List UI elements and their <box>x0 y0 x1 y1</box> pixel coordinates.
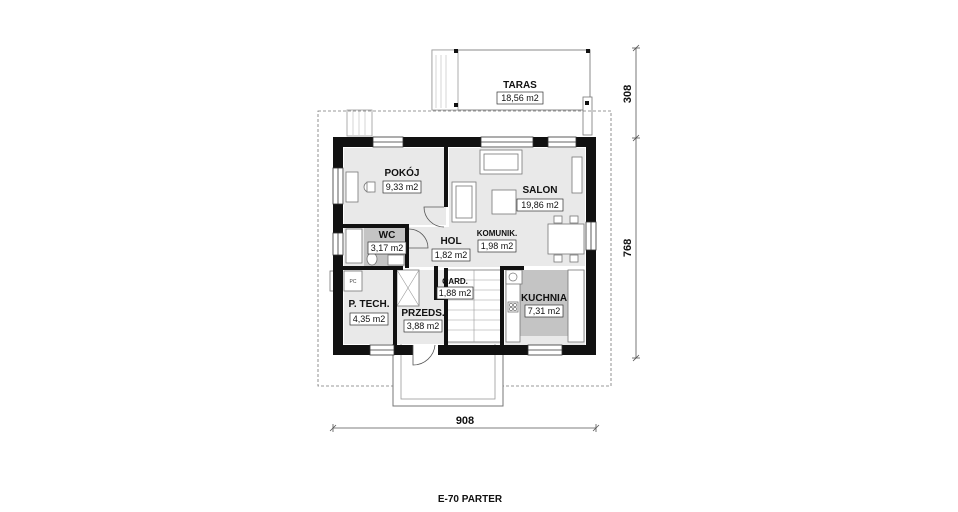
label-komunik-name: KOMUNIK. <box>477 229 517 238</box>
label-przeds-area: 3,88 m2 <box>407 321 440 331</box>
terrace-step <box>431 49 459 111</box>
roof-outline <box>317 110 612 387</box>
wall-pokoj-salon <box>444 147 448 207</box>
label-boiler: PC <box>350 279 357 285</box>
label-salon-name: SALON <box>523 185 558 196</box>
kitchen-island <box>520 270 568 336</box>
entrance-door <box>412 344 436 366</box>
label-komunik-area: 1,98 m2 <box>481 241 514 251</box>
coffee-table <box>491 189 517 215</box>
entry-steps <box>346 109 373 137</box>
kitchen-counter <box>567 269 585 343</box>
wall-north <box>333 137 596 147</box>
desk <box>345 171 359 203</box>
cooktop-burners <box>508 272 518 311</box>
sink <box>387 254 405 266</box>
dimension-width: 908 <box>456 415 474 427</box>
door-wc <box>408 228 429 249</box>
wall-south-right <box>438 345 596 355</box>
terrace <box>346 49 593 137</box>
room-labels: TARAS 18,56 m2 POKÓJ 9,33 m2 SALON 19,86… <box>349 80 567 333</box>
dimension-lines <box>329 44 640 432</box>
label-wc-area: 3,17 m2 <box>371 243 404 253</box>
wall-pokoj-wc <box>343 224 407 228</box>
stairs-treads <box>447 270 501 342</box>
tv-unit <box>571 156 583 194</box>
label-ptech-name: P. TECH. <box>349 299 390 310</box>
terrace-post <box>586 49 590 53</box>
wall-przeds-gard <box>434 266 438 300</box>
wall-gard-kuchnia <box>500 266 504 346</box>
wall-ptech-przeds <box>393 266 397 346</box>
label-kuchnia-name: KUCHNIA <box>521 293 567 304</box>
terrace-post <box>454 103 458 107</box>
label-kuchnia-area: 7,31 m2 <box>528 306 561 316</box>
furniture <box>329 149 585 343</box>
terrace-column <box>582 96 593 136</box>
terrace-post <box>454 49 458 53</box>
dining-table <box>547 223 585 255</box>
wall-kuchnia-north <box>500 266 524 270</box>
label-salon-area: 19,86 m2 <box>521 200 559 210</box>
label-wc-name: WC <box>379 230 396 241</box>
label-pokoj-area: 9,33 m2 <box>386 182 419 192</box>
label-przeds-name: PRZEDS. <box>401 308 445 319</box>
label-gard-area: 1,88 m2 <box>439 288 472 298</box>
label-hol-name: HOL <box>440 236 461 247</box>
doors <box>408 206 445 366</box>
cooktop-icon <box>507 301 519 313</box>
dimension-terrace-depth: 308 <box>622 85 634 103</box>
toilet <box>366 252 378 266</box>
label-pokoj-name: POKÓJ <box>384 166 419 179</box>
label-taras-area: 18,56 m2 <box>501 93 539 103</box>
wall-gard <box>444 268 448 346</box>
label-ptech-area: 4,35 m2 <box>353 314 386 324</box>
plan-title: E-70 PARTER <box>438 494 503 505</box>
bathtub <box>345 228 363 264</box>
wall-wc-hol <box>405 224 409 268</box>
label-gard-name: GARD. <box>442 277 468 286</box>
dimension-depth: 768 <box>622 239 634 257</box>
door-pokoj <box>423 206 445 228</box>
windows <box>332 136 597 356</box>
label-taras-name: TARAS <box>503 80 537 91</box>
boiler <box>343 270 363 292</box>
wall-wc-ptech <box>343 266 403 270</box>
label-hol-area: 1,82 m2 <box>435 250 468 260</box>
